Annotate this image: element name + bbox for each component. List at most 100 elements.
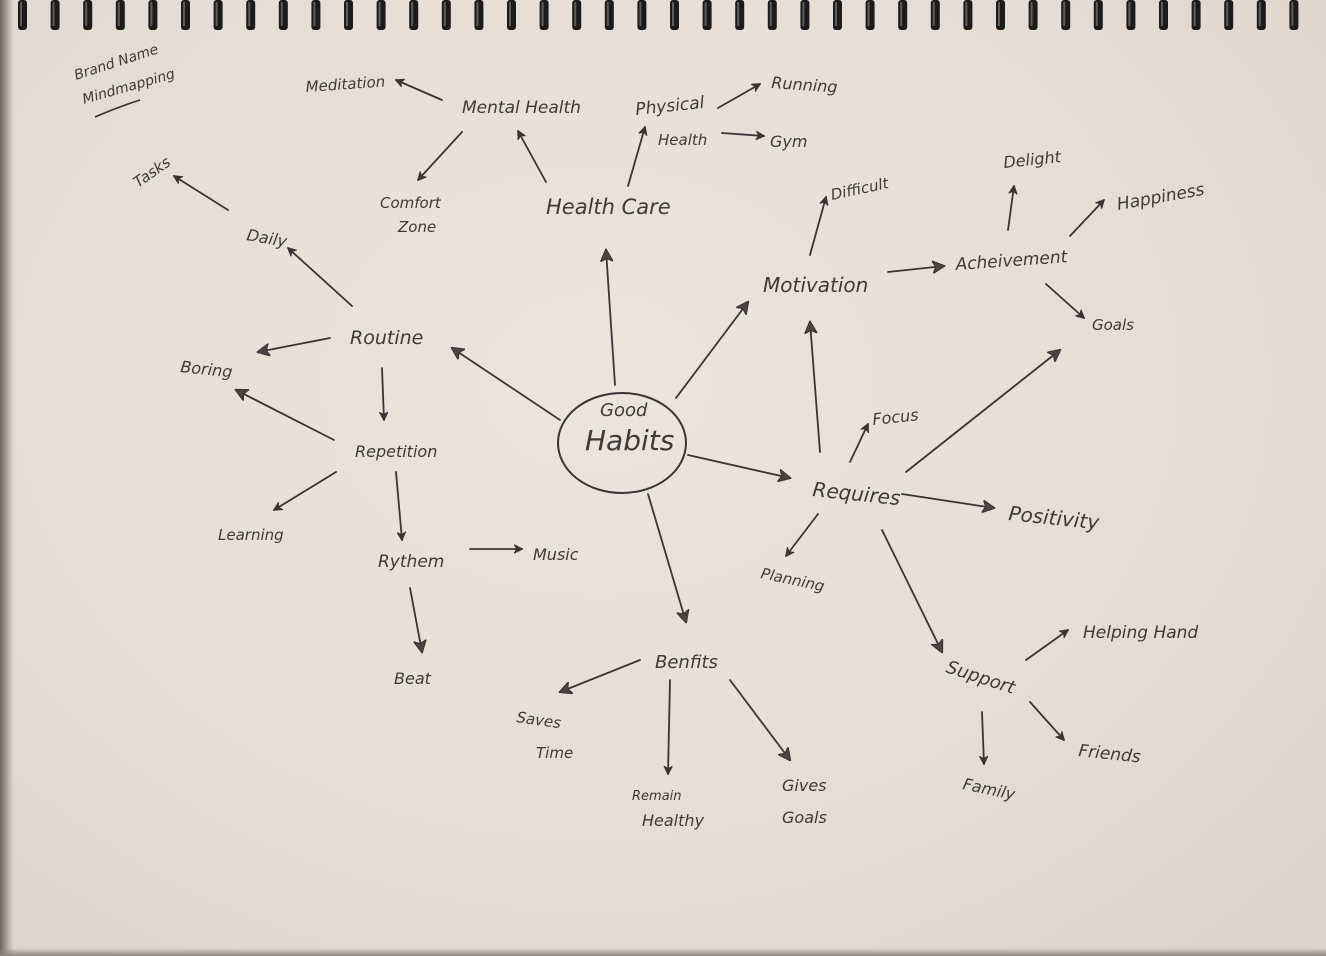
- arrow-repetition-to-learning: [274, 471, 337, 511]
- binding-ring-highlight: [1063, 2, 1066, 26]
- node-delight: Delight: [1002, 147, 1062, 172]
- node-meditation: Meditation: [305, 72, 386, 96]
- binding-ring-highlight: [346, 2, 348, 26]
- arrow-routine-to-daily: [288, 248, 353, 307]
- arrow-benefits-to-remain-healthy: [668, 679, 670, 774]
- arrow-support-to-friends: [1029, 701, 1064, 740]
- node-beat: Beat: [394, 669, 432, 688]
- node-comfort-zone-line1: Comfort: [380, 194, 442, 212]
- arrow-requires-to-positivity: [901, 493, 994, 508]
- arrow-daily-to-tasks: [174, 176, 229, 211]
- arrow-center-to-requires: [687, 454, 790, 478]
- arrow-requires-to-focus: [849, 424, 868, 463]
- node-boring: Boring: [180, 357, 234, 381]
- node-physical-health-line1: Physical: [634, 93, 705, 120]
- node-music: Music: [533, 545, 579, 564]
- binding-ring-highlight: [1030, 2, 1033, 26]
- spiral-binding: [18, 0, 1299, 30]
- binding-ring-highlight: [443, 2, 446, 26]
- binding-ring-highlight: [574, 2, 577, 26]
- arrow-center-to-motivation: [675, 302, 748, 399]
- node-saves-time-line2: Time: [536, 744, 573, 762]
- binding-ring-highlight: [248, 2, 251, 26]
- arrow-acheivement-to-delight: [1007, 186, 1014, 231]
- node-gives-goals-line2: Goals: [782, 808, 827, 827]
- arrow-rythem-to-beat: [409, 587, 422, 652]
- arrow-requires-to-goals: [905, 350, 1060, 473]
- node-goals-right: Goals: [1092, 316, 1134, 334]
- node-learning: Learning: [218, 526, 284, 544]
- page-edge-shadow: [0, 0, 14, 956]
- binding-ring-highlight: [378, 2, 381, 26]
- arrow-routine-to-repetition: [382, 367, 384, 420]
- arrow-requires-to-planning: [786, 513, 819, 556]
- binding-ring-highlight: [509, 2, 511, 26]
- binding-ring-highlight: [1226, 2, 1229, 26]
- binding-ring-highlight: [1128, 2, 1131, 26]
- binding-ring-highlight: [1258, 2, 1261, 26]
- arrow-mental-health-to-comfort-zone: [418, 131, 463, 180]
- binding-ring-highlight: [1291, 2, 1294, 26]
- binding-ring-highlight: [85, 2, 88, 26]
- node-support: Support: [943, 657, 1018, 699]
- arrow-center-to-routine: [452, 348, 561, 421]
- node-acheivement: Acheivement: [954, 247, 1069, 275]
- node-physical-health-line2: Health: [658, 131, 707, 149]
- node-repetition: Repetition: [355, 442, 437, 461]
- binding-ring-highlight: [835, 2, 837, 26]
- binding-ring-highlight: [541, 2, 544, 26]
- corner-note-underline: [94, 99, 141, 118]
- binding-ring-highlight: [998, 2, 1000, 26]
- binding-ring-highlight: [672, 2, 674, 26]
- binding-ring-highlight: [313, 2, 316, 26]
- node-focus: Focus: [871, 405, 919, 429]
- binding-ring-highlight: [52, 2, 55, 26]
- connector-arrows: [174, 80, 1104, 774]
- binding-ring-highlight: [183, 2, 185, 26]
- binding-ring-highlight: [1193, 2, 1196, 26]
- binding-ring-highlight: [1095, 2, 1098, 26]
- binding-ring-highlight: [117, 2, 120, 26]
- node-gives-goals-line1: Gives: [782, 776, 827, 795]
- arrow-health-care-to-mental-health: [517, 131, 547, 183]
- node-positivity: Positivity: [1007, 501, 1101, 534]
- arrow-acheivement-to-goals: [1045, 283, 1084, 318]
- arrow-motivation-to-difficult: [809, 197, 826, 256]
- arrow-repetition-to-boring: [236, 390, 335, 441]
- binding-ring-highlight: [476, 2, 479, 26]
- node-health-care: Health Care: [546, 195, 671, 219]
- arrow-benefits-to-saves-time: [560, 659, 641, 692]
- node-remain-healthy-line1: Remain: [632, 789, 682, 804]
- node-routine: Routine: [350, 327, 423, 349]
- center-label-top: Good: [600, 400, 648, 421]
- node-motivation: Motivation: [763, 273, 868, 297]
- node-tasks: Tasks: [130, 153, 174, 191]
- binding-ring-highlight: [20, 2, 22, 26]
- arrow-motivation-to-acheivement: [887, 266, 944, 272]
- node-friends: Friends: [1077, 741, 1141, 767]
- node-helping-hand: Helping Hand: [1083, 623, 1198, 643]
- node-running: Running: [771, 73, 838, 97]
- node-difficult: Difficult: [829, 174, 891, 204]
- arrow-requires-to-motivation: [810, 322, 821, 453]
- binding-ring-highlight: [769, 2, 772, 26]
- binding-ring-highlight: [215, 2, 218, 26]
- binding-ring-highlight: [900, 2, 903, 26]
- center-circle: [557, 392, 687, 494]
- binding-ring-highlight: [932, 2, 935, 26]
- binding-ring-highlight: [704, 2, 707, 26]
- arrow-benefits-to-gives-goals: [729, 679, 790, 760]
- binding-ring-highlight: [867, 2, 870, 26]
- node-remain-healthy-line2: Healthy: [642, 811, 705, 830]
- binding-ring-highlight: [1161, 2, 1163, 26]
- binding-ring-highlight: [639, 2, 642, 26]
- arrow-center-to-benefits: [647, 493, 686, 622]
- node-saves-time-line1: Saves: [515, 708, 562, 732]
- arrow-mental-health-to-meditation: [396, 80, 443, 101]
- binding-ring-highlight: [737, 2, 740, 26]
- node-family: Family: [961, 774, 1017, 804]
- node-planning: Planning: [759, 564, 826, 595]
- center-label-main: Habits: [585, 424, 674, 457]
- binding-ring-highlight: [280, 2, 283, 26]
